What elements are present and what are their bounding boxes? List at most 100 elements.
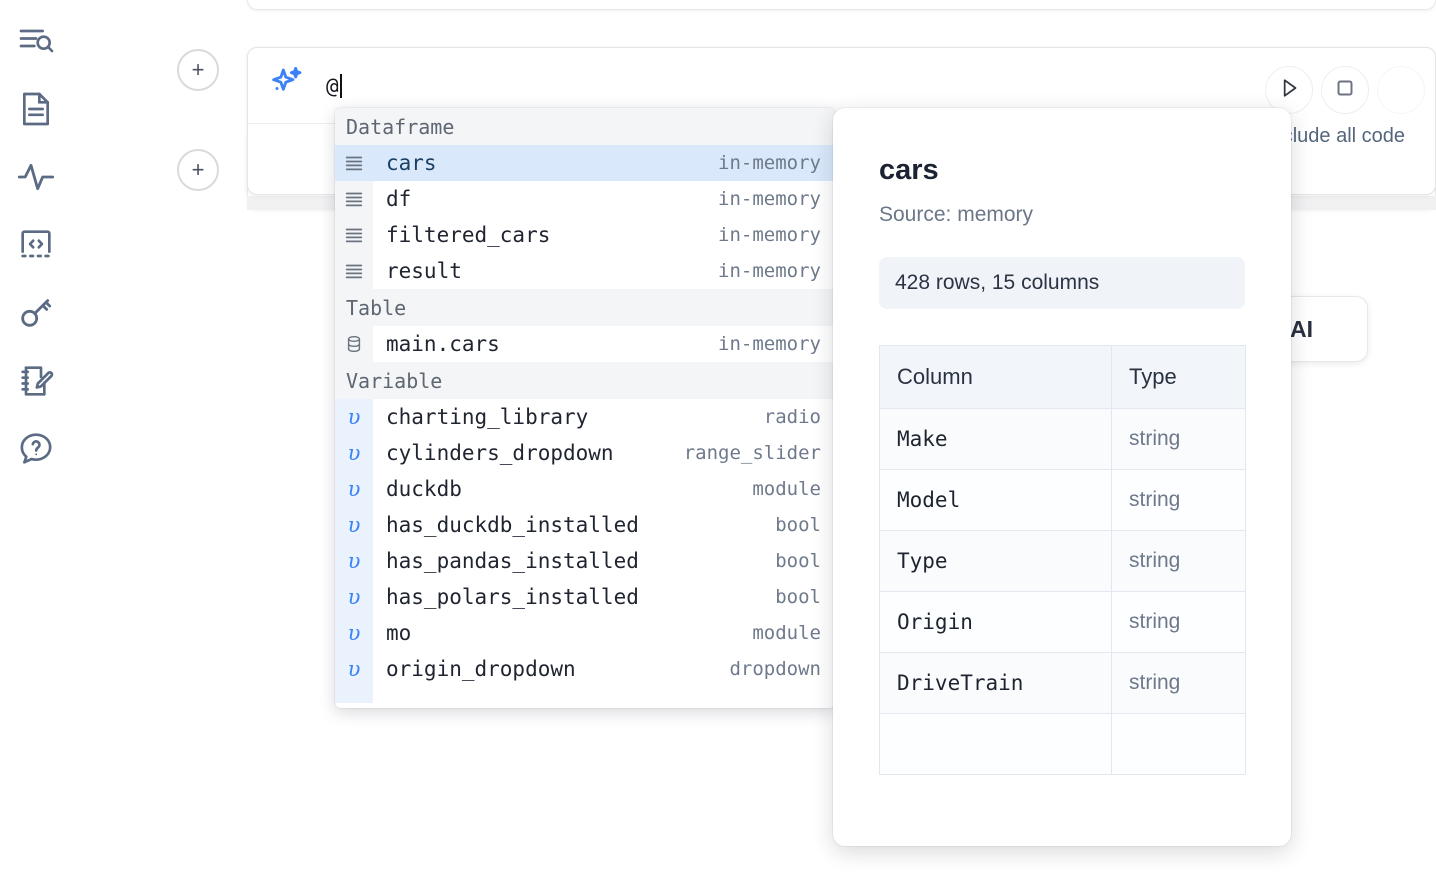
autocomplete-item[interactable]: filtered_cars in-memory bbox=[335, 217, 835, 253]
run-controls bbox=[1265, 66, 1425, 114]
sidebar-item-scratchpad[interactable] bbox=[13, 358, 59, 404]
schema-column-name: Make bbox=[879, 408, 1112, 470]
autocomplete-item-name: filtered_cars bbox=[386, 223, 551, 247]
autocomplete-group-header: Dataframe bbox=[335, 108, 835, 145]
autocomplete-group-header: Table bbox=[335, 289, 835, 326]
ai-sparkle-icon bbox=[268, 63, 308, 108]
autocomplete-item[interactable]: result in-memory bbox=[335, 253, 835, 289]
autocomplete-item-name: cars bbox=[386, 151, 437, 175]
more-button[interactable] bbox=[1377, 66, 1425, 114]
column-header-column: Column bbox=[879, 345, 1112, 409]
autocomplete-item-name: mo bbox=[386, 621, 412, 645]
file-search-icon bbox=[16, 21, 56, 61]
variable-icon: υ bbox=[335, 579, 373, 615]
schema-column-name: Model bbox=[879, 469, 1112, 531]
autocomplete-item[interactable]: cars in-memory bbox=[335, 145, 835, 181]
schema-column-name: DriveTrain bbox=[879, 652, 1112, 714]
schema-column-type bbox=[1111, 713, 1246, 775]
sidebar-rail bbox=[0, 0, 72, 874]
autocomplete-item-type: module bbox=[752, 478, 821, 500]
activity-pulse-icon bbox=[16, 157, 56, 197]
ai-prompt-value: @ bbox=[326, 73, 339, 98]
schema-column-name: Origin bbox=[879, 591, 1112, 653]
sidebar-item-explore[interactable] bbox=[13, 18, 59, 64]
code-brackets-icon bbox=[16, 225, 56, 265]
include-all-code-label: Include all code bbox=[1266, 124, 1405, 147]
sidebar-item-runtime[interactable] bbox=[13, 154, 59, 200]
help-chat-icon bbox=[16, 429, 56, 469]
autocomplete-item-name: charting_library bbox=[386, 405, 589, 429]
autocomplete-item-type: range_slider bbox=[683, 442, 821, 464]
key-icon bbox=[16, 293, 56, 333]
document-icon bbox=[16, 89, 56, 129]
autocomplete-item[interactable]: main.cars in-memory bbox=[335, 326, 835, 362]
previous-cell-card bbox=[247, 0, 1436, 10]
table-header-row: Column Type bbox=[879, 345, 1246, 409]
sidebar-item-help[interactable] bbox=[13, 426, 59, 472]
square-stop-icon bbox=[1332, 75, 1358, 106]
autocomplete-item-name: has_duckdb_installed bbox=[386, 513, 639, 537]
autocomplete-item-type: in-memory bbox=[718, 152, 821, 174]
variable-icon: υ bbox=[335, 435, 373, 471]
add-cell-button-top[interactable]: + bbox=[177, 49, 219, 91]
autocomplete-item-type: dropdown bbox=[729, 658, 821, 680]
schema-column-type: string bbox=[1111, 469, 1246, 531]
schema-column-type: string bbox=[1111, 652, 1246, 714]
autocomplete-item-name: has_polars_installed bbox=[386, 585, 639, 609]
variable-icon: υ bbox=[335, 615, 373, 651]
database-icon bbox=[335, 326, 373, 362]
autocomplete-item-name bbox=[373, 687, 810, 703]
dataframe-rows-icon bbox=[335, 217, 373, 253]
autocomplete-item-partial[interactable] bbox=[335, 687, 835, 703]
autocomplete-item[interactable]: df in-memory bbox=[335, 181, 835, 217]
schema-column-name: Type bbox=[879, 530, 1112, 592]
autocomplete-group-header: Variable bbox=[335, 362, 835, 399]
notebook-pencil-icon bbox=[16, 361, 56, 401]
add-cell-button-bottom[interactable]: + bbox=[177, 149, 219, 191]
sidebar-item-notebook[interactable] bbox=[13, 86, 59, 132]
preview-source: Source: memory bbox=[879, 203, 1034, 226]
preview-shape-badge: 428 rows, 15 columns bbox=[879, 257, 1245, 309]
run-button[interactable] bbox=[1265, 66, 1313, 114]
variable-icon: υ bbox=[335, 507, 373, 543]
ai-prompt-text: @ bbox=[326, 73, 342, 98]
table-row-partial bbox=[879, 713, 1246, 775]
schema-column-name bbox=[879, 713, 1112, 775]
schema-column-type: string bbox=[1111, 591, 1246, 653]
variable-icon: υ bbox=[335, 471, 373, 507]
autocomplete-item-type: in-memory bbox=[718, 224, 821, 246]
ai-chip-label: AI bbox=[1290, 315, 1313, 342]
autocomplete-item-name: origin_dropdown bbox=[386, 657, 576, 681]
autocomplete-item-name: has_pandas_installed bbox=[386, 549, 639, 573]
plus-icon: + bbox=[191, 157, 205, 182]
autocomplete-item-type: in-memory bbox=[718, 260, 821, 282]
autocomplete-item-type: in-memory bbox=[718, 188, 821, 210]
play-icon bbox=[1276, 75, 1302, 106]
dataframe-preview-panel: cars Source: memory 428 rows, 15 columns… bbox=[833, 108, 1291, 846]
autocomplete-item-name: main.cars bbox=[386, 332, 500, 356]
variable-icon bbox=[335, 687, 373, 703]
plus-icon: + bbox=[191, 57, 205, 82]
sidebar-item-secrets[interactable] bbox=[13, 290, 59, 336]
stop-button[interactable] bbox=[1321, 66, 1369, 114]
sidebar-item-snippets[interactable] bbox=[13, 222, 59, 268]
autocomplete-item-name: df bbox=[386, 187, 412, 211]
schema-column-type: string bbox=[1111, 408, 1246, 470]
autocomplete-item-name: result bbox=[386, 259, 462, 283]
autocomplete-item-type: in-memory bbox=[718, 333, 821, 355]
